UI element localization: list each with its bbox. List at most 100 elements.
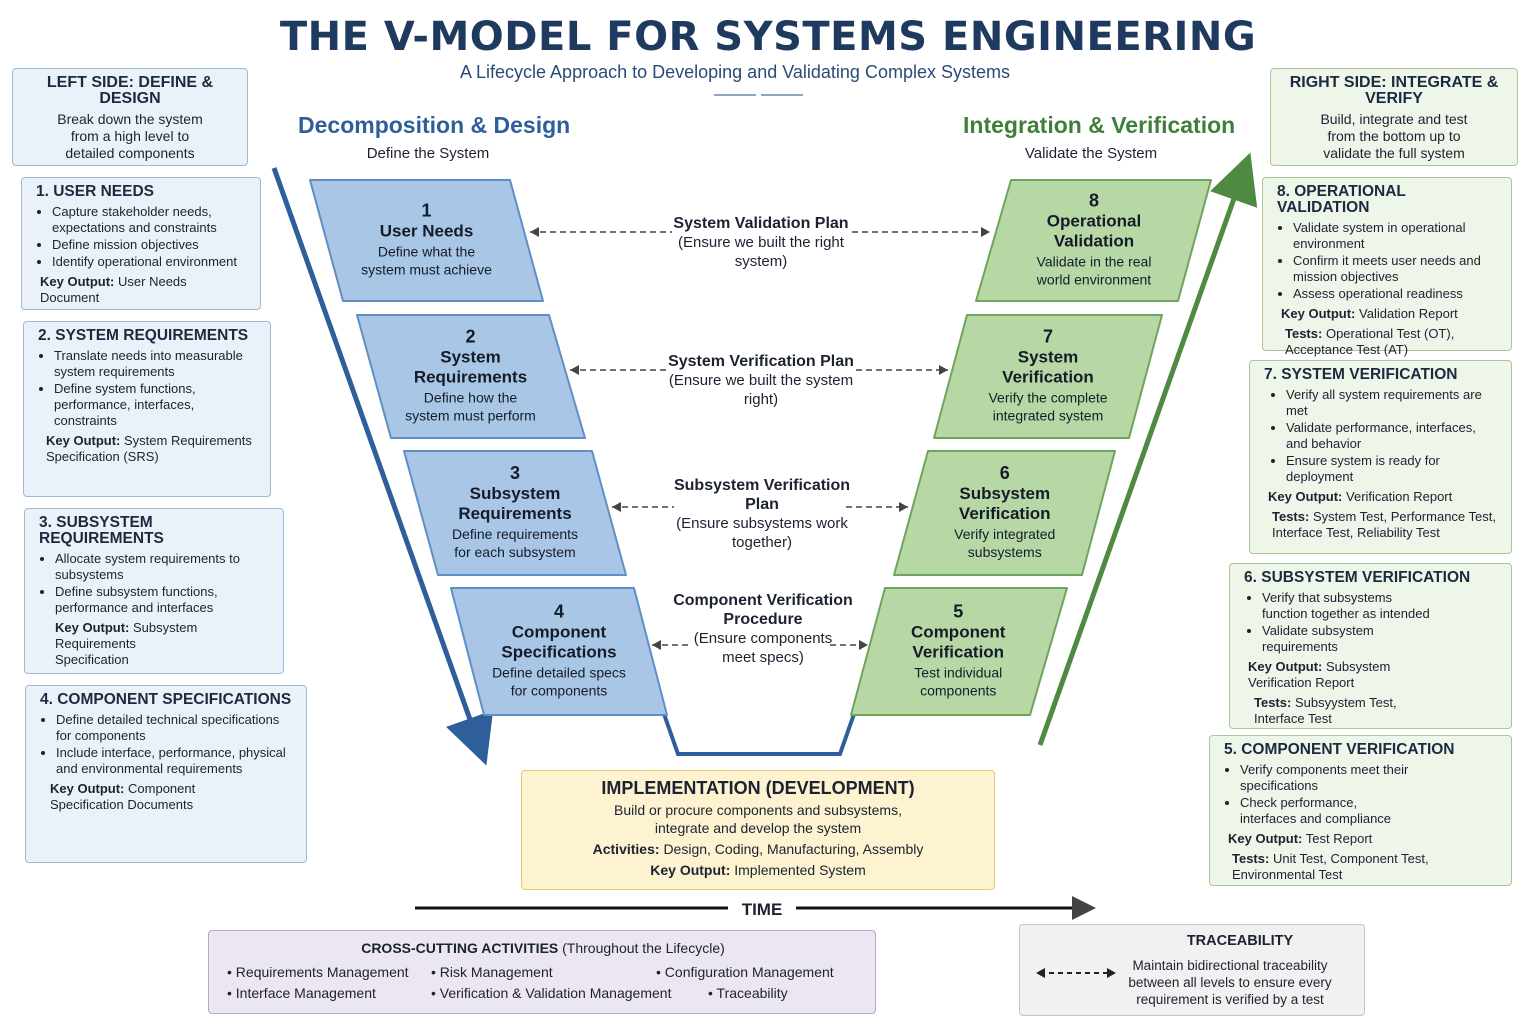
- left-side-summary: LEFT SIDE: DEFINE & DESIGN Break down th…: [12, 68, 248, 166]
- step-description: Validate in the real: [1037, 254, 1152, 270]
- card-bullet: Validate system in operational environme…: [1293, 220, 1497, 252]
- step-description: system must perform: [405, 408, 536, 424]
- step-title: Verification: [959, 504, 1051, 523]
- system-verification-plan: System Verification Plan (Ensure we buil…: [650, 352, 872, 409]
- step-title: Validation: [1054, 232, 1134, 251]
- key-output-label: Key Output:: [46, 433, 121, 448]
- card-bullet: Define subsystem functions, performance …: [55, 584, 269, 616]
- v-box-subsystem-verification-shape: [893, 450, 1116, 576]
- cross-cutting-activities: CROSS-CUTTING ACTIVITIES (Throughout the…: [208, 930, 876, 1014]
- tests-label: Tests:: [1285, 326, 1323, 341]
- key-output-label: Key Output:: [50, 781, 125, 796]
- step-number: 1: [421, 201, 431, 221]
- connector-arrowhead: [652, 640, 661, 650]
- card-title: 8. OPERATIONAL VALIDATION: [1277, 183, 1406, 216]
- v-box-user-needs-shape: [309, 179, 544, 302]
- key-output-label: Key Output:: [1248, 659, 1323, 674]
- tests-value: Subsyystem Test, Interface Test: [1254, 695, 1397, 726]
- connector-arrowhead: [981, 227, 990, 237]
- card-title: 5. COMPONENT VERIFICATION: [1224, 741, 1455, 758]
- operational-validation-card: 8. OPERATIONAL VALIDATION Validate syste…: [1262, 177, 1512, 357]
- tests-label: Tests:: [1232, 851, 1270, 866]
- v-bottom-connector: [662, 713, 856, 756]
- left-column-heading: Decomposition & Design: [298, 112, 571, 138]
- step-number: 7: [1043, 327, 1053, 347]
- page-title: THE V-MODEL FOR SYSTEMS ENGINEERING: [279, 14, 1257, 60]
- card-title: 2. SYSTEM REQUIREMENTS: [38, 327, 249, 344]
- step-title: System: [1018, 348, 1078, 367]
- card-bullet: Ensure system is ready for deployment: [1286, 453, 1497, 485]
- plan-desc: (Ensure subsystems work: [676, 515, 848, 532]
- integration-arrow: [1037, 152, 1258, 746]
- traceability-box: TRACEABILITY Maintain bidirectional trac…: [1019, 924, 1365, 1016]
- plan-title: System Verification Plan: [668, 353, 854, 370]
- step-description: Define what the: [378, 244, 475, 260]
- implementation-line: integrate and develop the system: [654, 820, 862, 836]
- card-title: 1. USER NEEDS: [36, 183, 155, 200]
- tests-label: Tests:: [1272, 509, 1310, 524]
- step-title: Operational: [1047, 212, 1141, 231]
- step-number: 8: [1089, 191, 1099, 211]
- step-title: Verification: [912, 643, 1004, 662]
- tests-label: Tests:: [1254, 695, 1292, 710]
- plan-connectors: [530, 227, 990, 650]
- right-side-line: from the bottom up to: [1327, 128, 1461, 144]
- step-description: for each subsystem: [454, 544, 575, 560]
- card-bullet: Allocate system requirements to subsyste…: [55, 551, 269, 583]
- key-output-value: Implemented System: [734, 862, 866, 878]
- v-box-system-requirements-shape: [356, 314, 586, 439]
- implementation-box: IMPLEMENTATION (DEVELOPMENT) Build or pr…: [521, 770, 995, 890]
- step-description: integrated system: [993, 408, 1104, 424]
- card-bullet: Assess operational readiness: [1293, 286, 1497, 302]
- tests-value: System Test, Performance Test, Interface…: [1272, 509, 1496, 540]
- step-description: components: [920, 683, 996, 699]
- card-bullet: Verify that subsystems function together…: [1262, 590, 1437, 622]
- activity-item: Traceability: [716, 985, 788, 1001]
- plan-desc: (Ensure we built the system right): [668, 372, 854, 408]
- card-bullet: Translate needs into measurable system r…: [54, 348, 256, 380]
- key-output-value: Validation Report: [1359, 306, 1458, 321]
- plan-title: Component Verification: [673, 592, 853, 609]
- key-output-label: Key Output:: [1228, 831, 1303, 846]
- connector-arrowhead: [530, 227, 539, 237]
- step-description: Verify the complete: [988, 390, 1107, 406]
- card-title: 7. SYSTEM VERIFICATION: [1264, 366, 1458, 383]
- step-description: subsystems: [968, 544, 1042, 560]
- left-column-subheading: Define the System: [366, 145, 490, 162]
- key-output-label: Key Output:: [650, 862, 731, 878]
- plan-desc: together): [731, 534, 793, 551]
- activities-value: Design, Coding, Manufacturing, Assembly: [663, 841, 924, 857]
- key-output-value: Subsystem Verification Report: [1248, 659, 1391, 690]
- key-output-label: Key Output:: [1281, 306, 1356, 321]
- step-description: Define requirements: [452, 526, 578, 542]
- v-box-component-specifications-shape: [450, 587, 668, 716]
- card-bullet: Validate performance, interfaces, and be…: [1286, 420, 1497, 452]
- bidirectional-arrow-icon: [1036, 968, 1116, 978]
- step-description: for components: [511, 683, 608, 699]
- traceability-title: TRACEABILITY: [1186, 933, 1294, 949]
- system-verification-card: 7. SYSTEM VERIFICATION Verify all system…: [1249, 360, 1512, 554]
- card-bullet: Define system functions, performance, in…: [54, 381, 256, 429]
- plan-title: Procedure: [723, 611, 803, 628]
- step-number: 3: [510, 463, 520, 483]
- connector-arrowhead: [570, 365, 579, 375]
- title-divider-left: [714, 94, 756, 96]
- component-verification-procedure: Component Verification Procedure (Ensure…: [668, 591, 858, 667]
- v-box-operational-validation-shape: [975, 179, 1212, 302]
- subsystem-verification-card: 6. SUBSYSTEM VERIFICATION Verify that su…: [1229, 563, 1512, 729]
- left-side-line: detailed components: [65, 145, 195, 161]
- step-title: Subsystem: [470, 484, 561, 503]
- connector-arrowhead: [899, 502, 908, 512]
- tests-value: Operational Test (OT), Acceptance Test (…: [1285, 326, 1455, 357]
- left-side-line: Break down the system: [57, 111, 203, 127]
- key-output-label: Key Output:: [55, 620, 130, 635]
- connector-arrowhead: [612, 502, 621, 512]
- step-description: Define detailed specs: [492, 665, 626, 681]
